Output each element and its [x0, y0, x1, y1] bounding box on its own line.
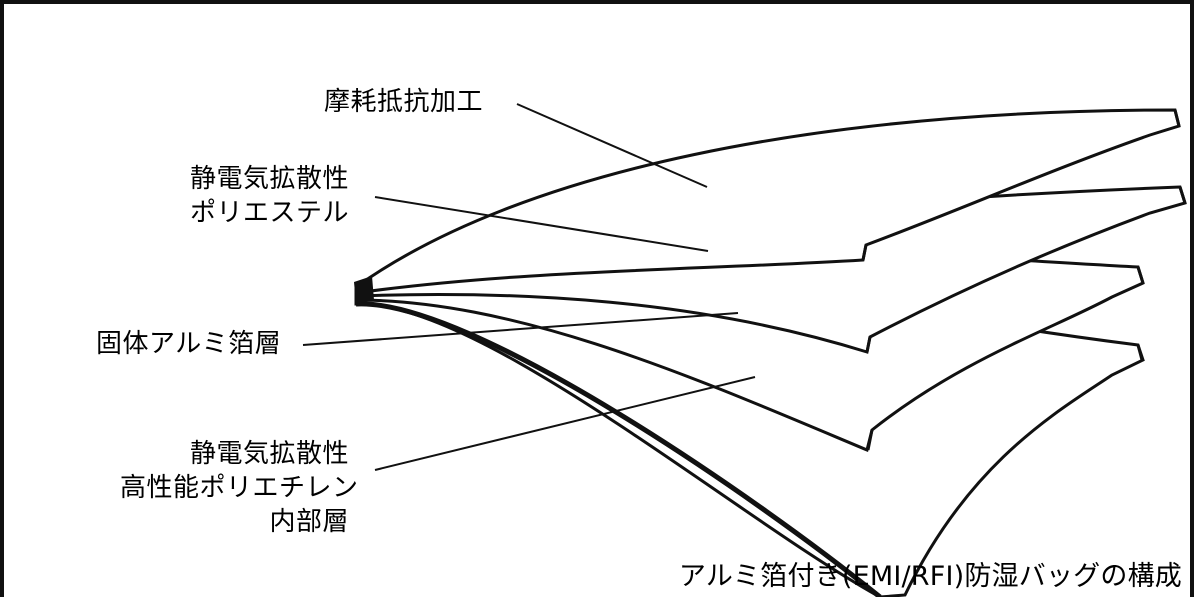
label-polyester: 静電気拡散性 ポリエステル: [164, 162, 349, 230]
layer-abrasion-coating: [354, 108, 1181, 295]
label-polyester-line2: ポリエステル: [189, 198, 349, 228]
leader-line-foil: [302, 312, 739, 346]
leader-line-polyester: [374, 196, 709, 252]
label-abrasion-text: 摩耗抵抗加工: [324, 87, 484, 117]
leader-line-abrasion: [516, 103, 708, 188]
label-inner-line2: 高性能ポリエチレン: [120, 473, 359, 503]
figure-caption: アルミ箔付き(EMI/RFI)防湿バッグの構成: [678, 561, 1182, 592]
label-polyester-line1: 静電気拡散性: [189, 164, 349, 194]
leader-line-inner: [374, 376, 756, 471]
label-abrasion-resistant: 摩耗抵抗加工: [324, 85, 483, 119]
label-inner-line3: 内部層: [269, 507, 349, 537]
label-inner-line1: 静電気拡散性: [189, 439, 349, 469]
label-inner-layer: 静電気拡散性 高性能ポリエチレン 内部層: [120, 437, 359, 539]
label-aluminum-foil: 固体アルミ箔層: [96, 327, 281, 361]
fused-edge: [354, 276, 374, 304]
label-foil-text: 固体アルミ箔層: [96, 329, 282, 359]
